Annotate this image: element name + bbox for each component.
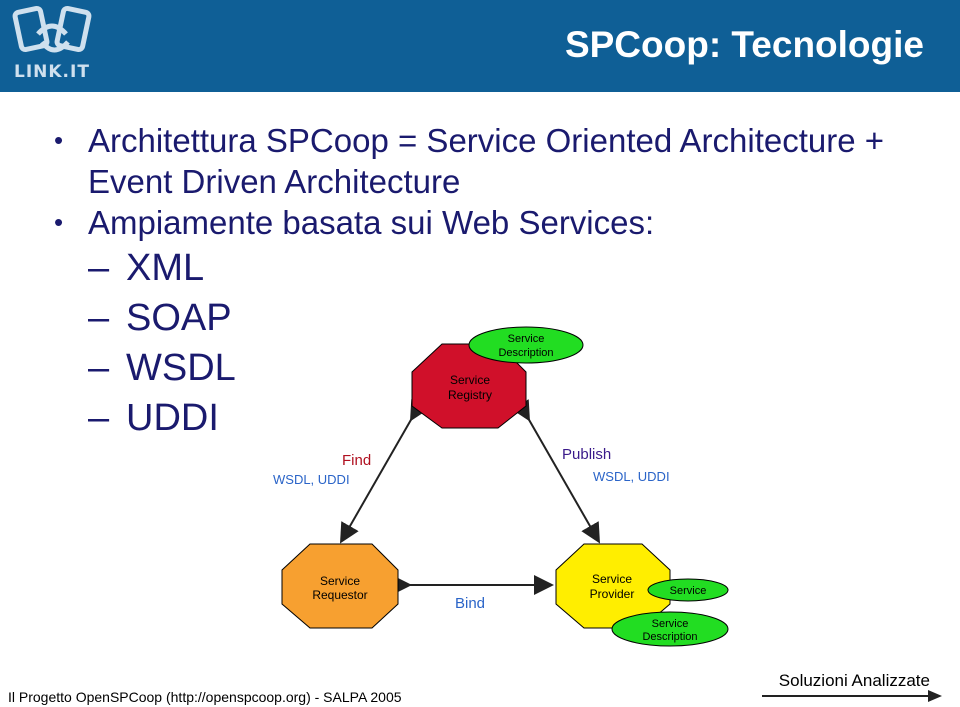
dash-icon: – [88, 297, 110, 339]
sub-item-text: WSDL [126, 347, 236, 389]
dash-icon: – [88, 397, 110, 439]
bullet-text: Ampiamente basata sui Web Services: [88, 204, 655, 241]
sub-item: –WSDL [54, 343, 934, 393]
footer-arrow-icon [762, 690, 942, 702]
dash-icon: – [88, 347, 110, 389]
requestor-line2: Requestor [312, 588, 367, 602]
service-small-node [647, 578, 729, 602]
provider-line1: Service [592, 572, 632, 586]
sub-item: –XML [54, 243, 934, 293]
find-label: Find [342, 452, 371, 469]
footer-left-text: Il Progetto OpenSPCoop (http://openspcoo… [8, 689, 402, 705]
sub-item: –UDDI [54, 393, 934, 443]
provider-line2: Provider [590, 587, 635, 601]
desc-top-line2: Description [498, 347, 553, 359]
sub-item-text: SOAP [126, 297, 232, 339]
desc-bottom-line2: Description [642, 631, 697, 643]
service-requestor-node [281, 543, 399, 629]
bullet-text: Architettura SPCoop = Service Oriented A… [88, 122, 885, 200]
service-description-bottom-node [611, 611, 729, 647]
bullet-item: • Architettura SPCoop = Service Oriented… [54, 120, 934, 202]
publish-label: Publish [562, 446, 611, 463]
header-bar: LINK.IT SPCoop: Tecnologie [0, 0, 960, 92]
slide-title: SPCoop: Tecnologie [564, 24, 924, 65]
find-sub-label: WSDL, UDDI [273, 472, 350, 487]
sub-item-text: UDDI [126, 397, 219, 439]
service-small-label: Service [670, 585, 707, 597]
dash-icon: – [88, 247, 110, 289]
logo-text: LINK.IT [14, 62, 90, 82]
publish-arrow [511, 399, 600, 544]
sub-item: –SOAP [54, 293, 934, 343]
find-arrow [340, 399, 429, 544]
link-it-logo-icon [12, 5, 92, 53]
registry-line1: Service [450, 373, 490, 387]
registry-line2: Registry [448, 388, 492, 402]
requestor-line1: Service [320, 574, 360, 588]
bullet-dot-icon: • [54, 125, 64, 155]
desc-top-line1: Service [508, 333, 545, 345]
bullet-dot-icon: • [54, 207, 64, 237]
bullet-list: • Architettura SPCoop = Service Oriented… [54, 120, 934, 443]
desc-bottom-line1: Service [652, 618, 689, 630]
footer-right-text: Soluzioni Analizzate [778, 671, 930, 690]
service-description-top-node [468, 326, 584, 364]
bullet-item: • Ampiamente basata sui Web Services: [54, 202, 934, 243]
sub-item-text: XML [126, 247, 205, 289]
publish-sub-label: WSDL, UDDI [593, 469, 670, 484]
bind-label: Bind [455, 595, 485, 612]
